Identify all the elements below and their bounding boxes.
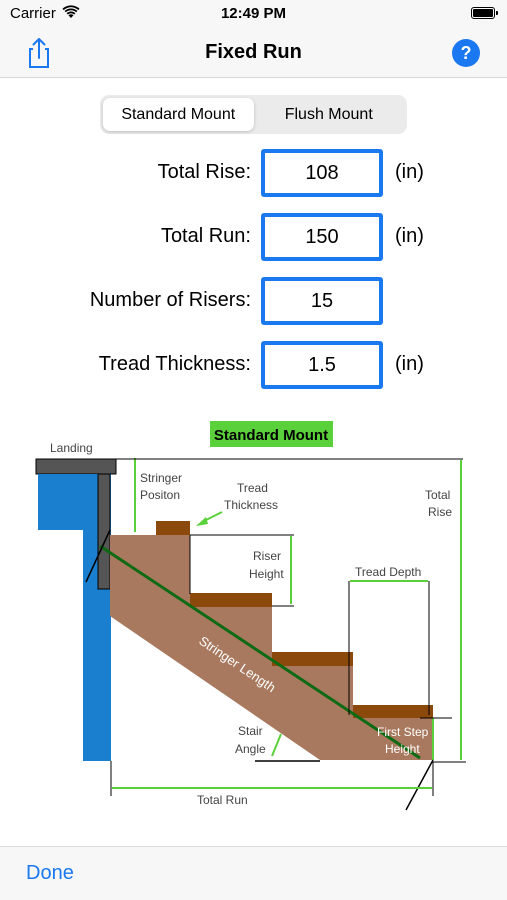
stringer-position-label-1: Stringer — [140, 471, 182, 485]
top-cut-line — [85, 529, 111, 583]
tread-thickness-label-2: Thickness — [224, 498, 278, 512]
status-time: 12:49 PM — [220, 5, 287, 22]
share-button[interactable] — [22, 36, 56, 70]
rim-joist — [97, 473, 111, 590]
tread-1 — [156, 521, 190, 535]
tread-thickness-unit: (in) — [395, 353, 424, 375]
bottom-cut-line — [405, 759, 434, 811]
total-rise-label-1: Total — [425, 488, 450, 502]
carrier-label: Carrier — [10, 5, 56, 22]
bottom-toolbar: Done — [0, 846, 507, 900]
total-rise-row: Total Rise: (in) — [0, 149, 507, 197]
total-run-label: Total Run: — [160, 225, 251, 247]
stair-angle-arc — [271, 733, 282, 757]
risers-input[interactable] — [261, 277, 383, 325]
stringer-length-line — [99, 544, 421, 760]
page-title: Fixed Run — [205, 41, 302, 63]
help-button[interactable]: ? — [452, 39, 480, 67]
total-run-label: Total Run — [197, 793, 248, 807]
share-icon — [29, 38, 49, 68]
diagram-title: Standard Mount — [214, 427, 328, 444]
total-run-input[interactable] — [261, 213, 383, 261]
done-button[interactable]: Done — [26, 862, 74, 884]
stair-diagram: Standard Mount Landing Stringer Length S… — [35, 421, 466, 811]
landing-deck — [35, 458, 117, 475]
tread-thickness-arrowhead — [196, 517, 208, 526]
stringer-position-label-2: Positon — [140, 488, 180, 502]
total-rise-label-2: Rise — [428, 505, 452, 519]
total-rise-label: Total Rise: — [157, 161, 251, 183]
diagram-title-background — [210, 421, 333, 447]
stair-angle-label-1: Stair — [238, 724, 263, 738]
segment-standard-mount[interactable]: Standard Mount — [103, 98, 254, 131]
total-run-row: Total Run: (in) — [0, 213, 507, 261]
tread-2 — [190, 593, 272, 607]
riser-height-label-1: Riser — [253, 549, 281, 563]
tread-depth-label: Tread Depth — [355, 565, 421, 579]
wifi-icon — [62, 5, 80, 24]
total-rise-input[interactable] — [261, 149, 383, 197]
riser-height-label-2: Height — [249, 567, 284, 581]
stringer — [110, 535, 433, 760]
tread-thickness-label: Tread Thickness: — [98, 353, 251, 375]
navigation-bar: Fixed Run ? — [0, 30, 507, 78]
segment-flush-mount[interactable]: Flush Mount — [284, 106, 373, 123]
tread-thickness-input[interactable] — [261, 341, 383, 389]
risers-label: Number of Risers: — [89, 289, 251, 311]
status-bar: Carrier 12:49 PM — [0, 0, 507, 30]
tread-3 — [272, 652, 353, 666]
landing-label: Landing — [50, 441, 93, 455]
total-run-unit: (in) — [395, 225, 424, 247]
tread-thickness-label-1: Tread — [237, 481, 268, 495]
risers-row: Number of Risers: — [0, 277, 507, 325]
tread-thickness-row: Tread Thickness: (in) — [0, 341, 507, 389]
mount-type-segmented-control: Standard Mount Flush Mount — [100, 95, 407, 134]
stair-angle-label-2: Angle — [235, 742, 266, 756]
battery-icon — [471, 7, 498, 19]
first-step-label-1: First Step — [377, 725, 429, 739]
first-step-label-2: Height — [385, 742, 420, 756]
total-rise-unit: (in) — [395, 161, 424, 183]
tread-4 — [353, 705, 433, 718]
